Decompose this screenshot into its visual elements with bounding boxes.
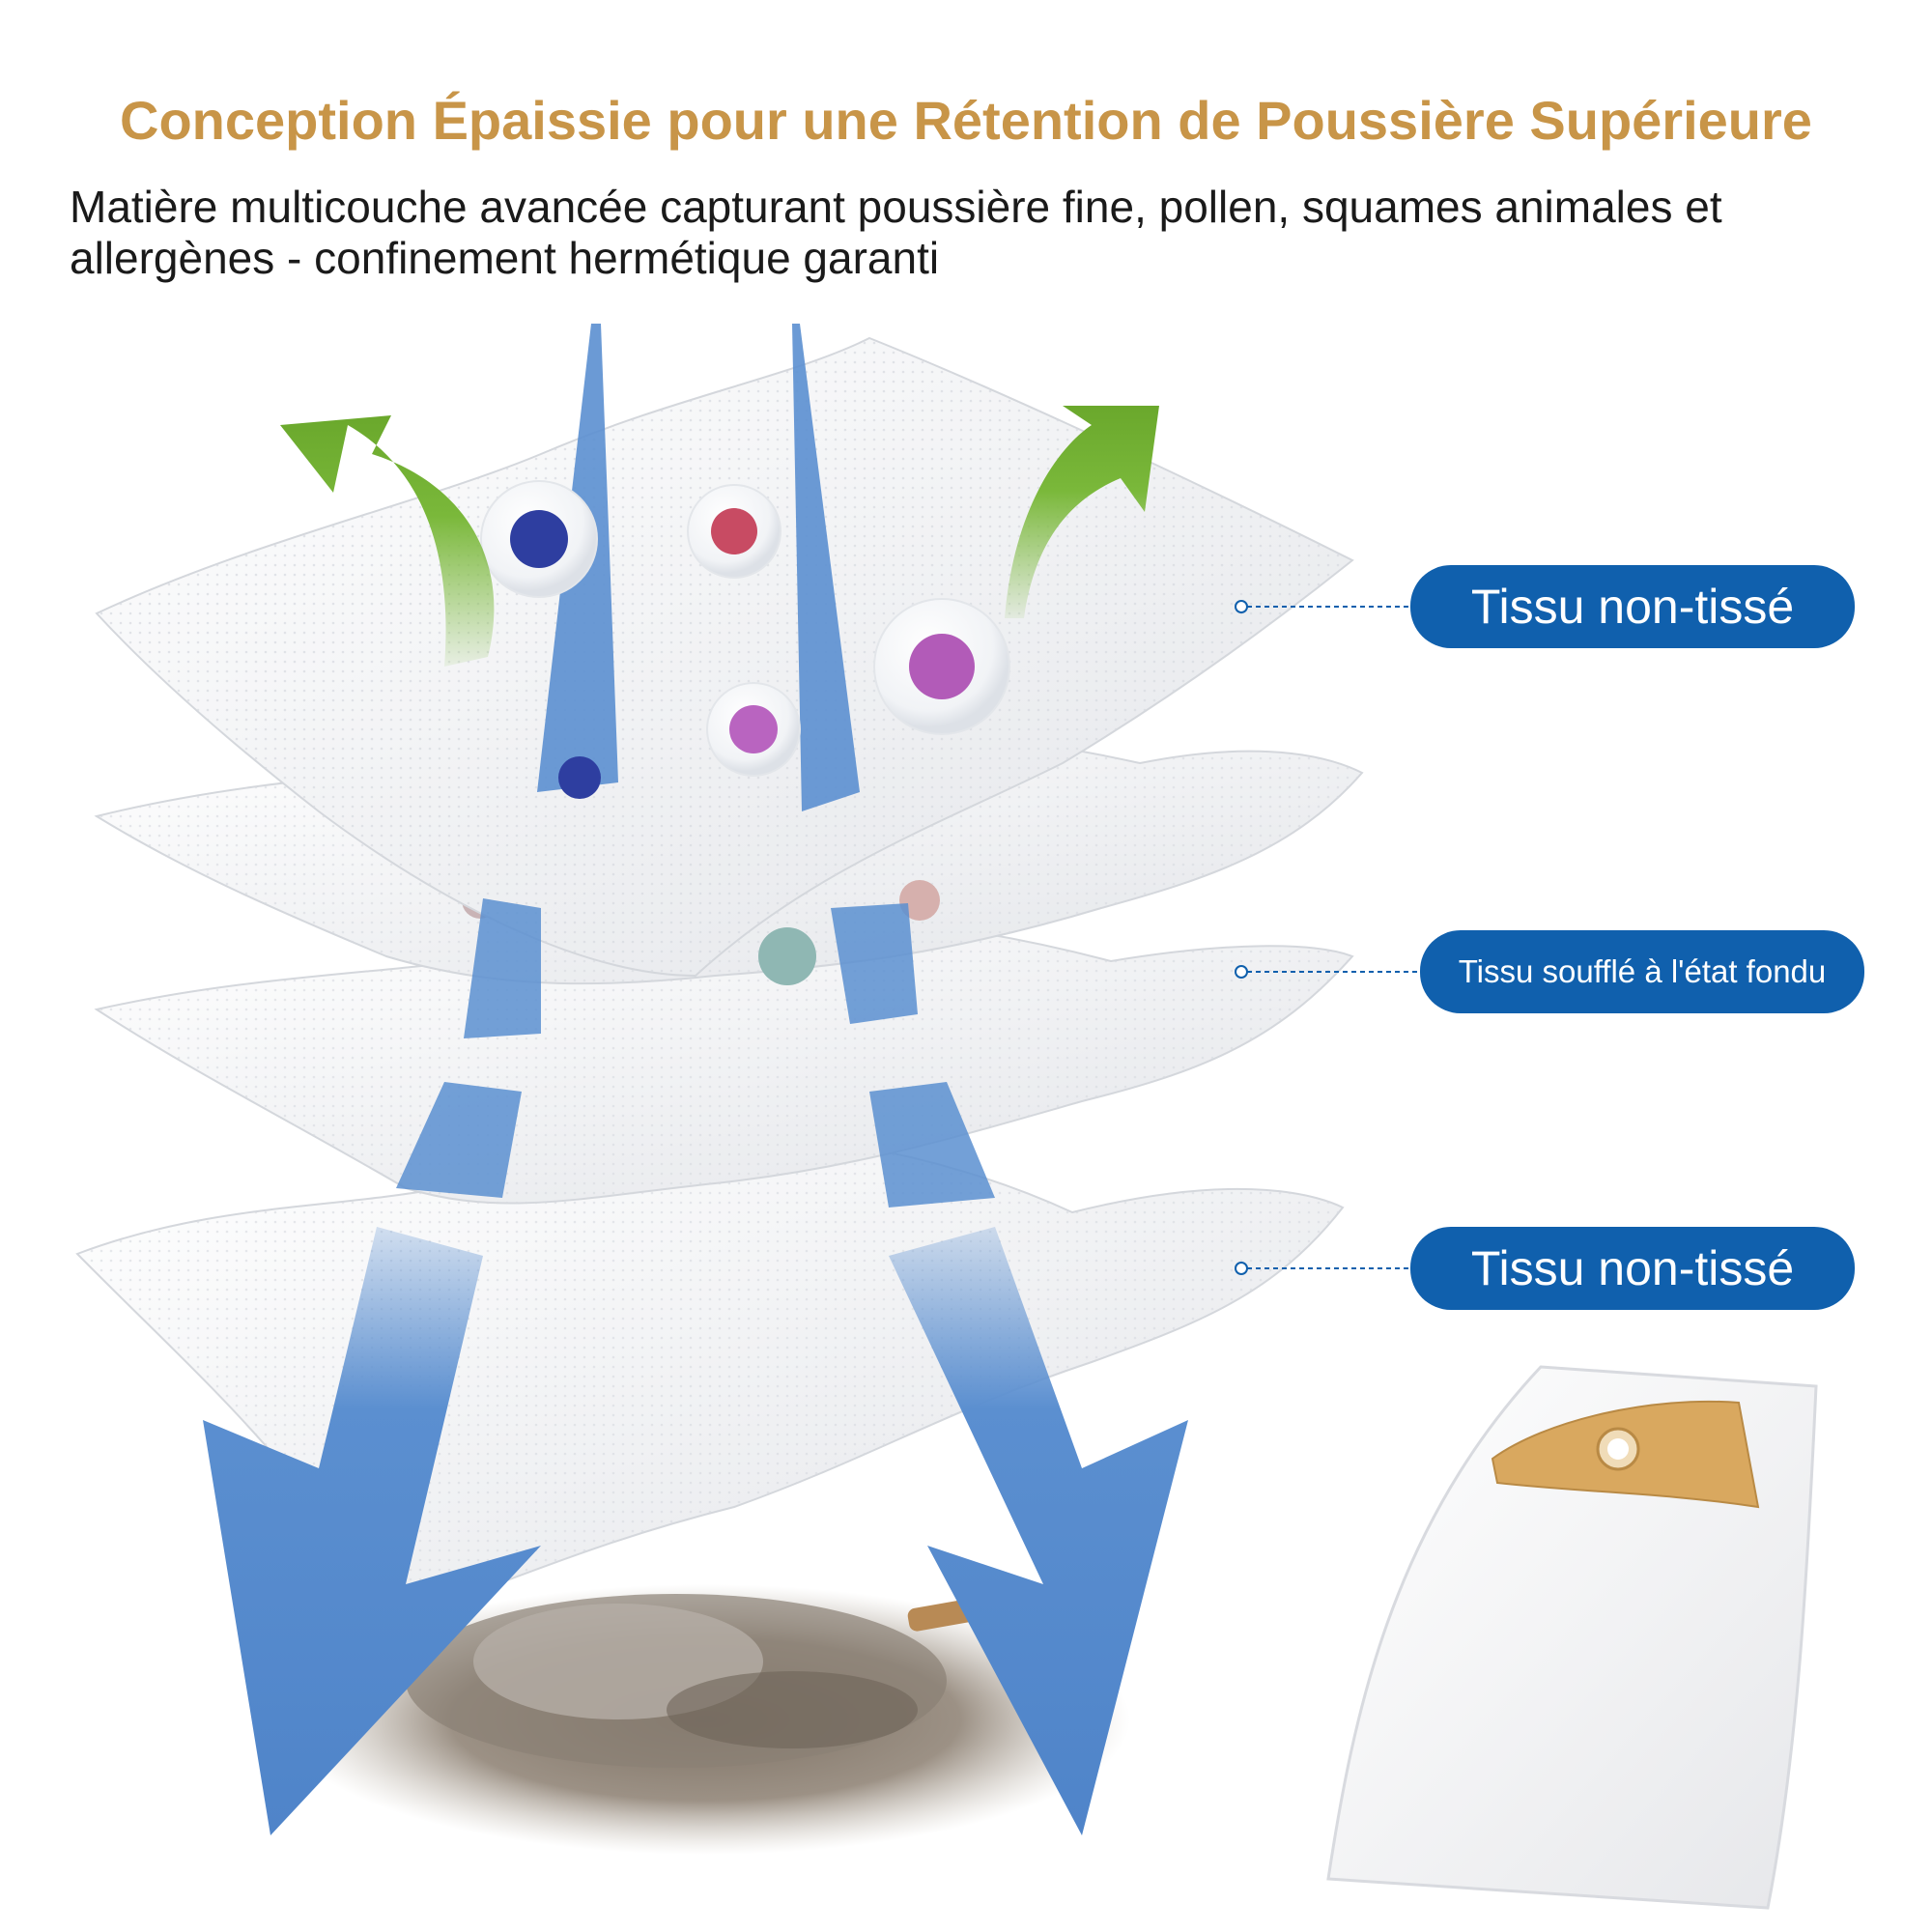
layer-label-inner-nonwoven: Tissu non-tissé [1410,1227,1855,1310]
allergen-particles [480,480,1010,799]
third-layer-sheet [94,915,1354,1205]
dust-pile [280,1584,1130,1855]
airflow-entry-beams [464,324,918,1038]
clean-air-arrows [280,406,1159,667]
page-title: Conception Épaissie pour une Rétention d… [120,90,1812,151]
layer-label-meltblown: Tissu soufflé à l'état fondu [1420,930,1864,1013]
airflow-down-arrows [203,1227,1188,1835]
airflow-mid-arrows [396,1082,995,1208]
label-connectors [1235,600,1420,1275]
layer-label-outer-nonwoven: Tissu non-tissé [1410,565,1855,648]
filter-bag-image [1326,1365,1818,1910]
page-subtitle: Matière multicouche avancée capturant po… [70,182,1722,283]
